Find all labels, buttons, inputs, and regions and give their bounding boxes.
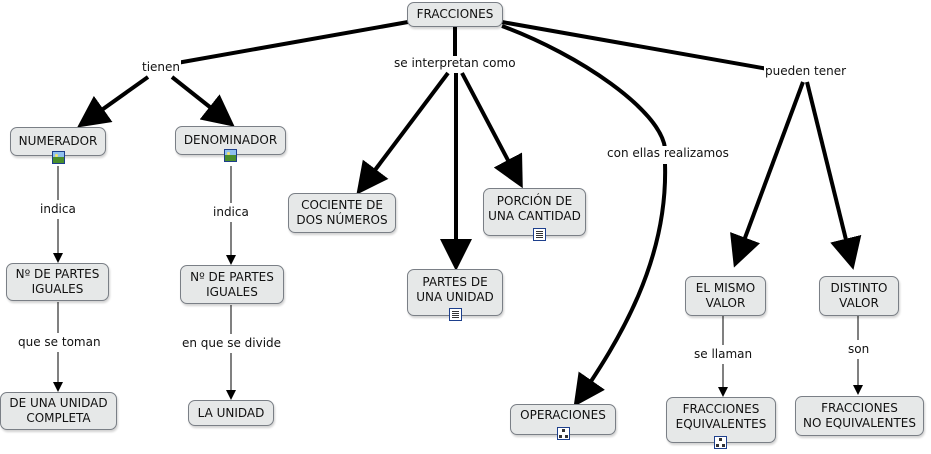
concept-label-line: COMPLETA bbox=[26, 411, 91, 425]
link-label-que-se-toman: que se toman bbox=[17, 335, 102, 350]
image-icon[interactable] bbox=[52, 151, 65, 164]
concept-label-line: FRACCIONES bbox=[682, 402, 760, 416]
concept-label: OPERACIONES bbox=[520, 408, 606, 422]
concept-label-line: EL MISMO bbox=[695, 281, 756, 295]
concept-fracciones[interactable]: FRACCIONES bbox=[407, 2, 503, 27]
link-line bbox=[501, 20, 769, 71]
link-label-se-llaman: se llaman bbox=[693, 347, 754, 362]
concept-label-line: IGUALES bbox=[31, 282, 84, 296]
concept-map-icon[interactable] bbox=[557, 427, 570, 440]
concept-label: DENOMINADOR bbox=[183, 133, 278, 147]
link-line bbox=[356, 71, 450, 195]
concept-label: LA UNIDAD bbox=[197, 405, 265, 420]
link-line bbox=[805, 81, 862, 270]
link-label-tienen: tienen bbox=[141, 60, 182, 75]
concept-label-line: VALOR bbox=[839, 296, 879, 310]
concept-denominador[interactable]: DENOMINADOR bbox=[175, 126, 286, 155]
link-line bbox=[501, 24, 667, 149]
concept-label-line: VALOR bbox=[705, 296, 746, 310]
concept-la-unidad[interactable]: LA UNIDAD bbox=[188, 400, 274, 426]
concept-label-line: Nº DE PARTES bbox=[15, 267, 100, 281]
link-label-indica: indica bbox=[39, 202, 77, 217]
concept-numerador[interactable]: NUMERADOR bbox=[10, 127, 106, 156]
document-icon[interactable] bbox=[533, 228, 546, 241]
concept-label-line: DE UNA UNIDAD bbox=[9, 396, 108, 410]
concept-label: NUMERADOR bbox=[18, 134, 98, 148]
concept-label-line: PORCIÓN DE bbox=[496, 194, 573, 208]
link-label-en-que-se-divide: en que se divide bbox=[181, 336, 283, 351]
concept-label-line: DISTINTO bbox=[830, 281, 888, 295]
concept-map-icon[interactable] bbox=[714, 436, 727, 449]
concept-label-line: NO EQUIVALENTES bbox=[802, 416, 916, 430]
image-icon[interactable] bbox=[224, 149, 237, 162]
concept-label-line: UNA UNIDAD bbox=[416, 289, 494, 304]
concept-label-line: FRACCIONES bbox=[821, 401, 898, 415]
concept-label-line: Nº DE PARTES bbox=[190, 269, 274, 284]
link-label-son: son bbox=[847, 342, 871, 357]
concept-label-line: UNA CANTIDAD bbox=[488, 209, 581, 223]
link-label-se-interpretan-como: se interpretan como bbox=[393, 56, 517, 71]
link-line bbox=[573, 163, 668, 407]
link-line bbox=[730, 81, 805, 268]
concept-label-line: EQUIVALENTES bbox=[675, 417, 767, 431]
link-line bbox=[460, 72, 523, 189]
concept-label-line: COCIENTE DE bbox=[301, 198, 383, 212]
link-line bbox=[170, 75, 235, 127]
link-line bbox=[77, 75, 150, 128]
link-label-pueden-tener: pueden tener bbox=[764, 64, 848, 79]
concept-operaciones[interactable]: OPERACIONES bbox=[510, 404, 616, 435]
concept-label: FRACCIONES bbox=[416, 7, 494, 21]
concept-label-line: DOS NÚMEROS bbox=[296, 213, 388, 227]
document-icon[interactable] bbox=[449, 308, 462, 321]
link-label-indica: indica bbox=[212, 205, 250, 220]
concept-label-line: IGUALES bbox=[206, 284, 258, 299]
link-label-con-ellas-realizamos: con ellas realizamos bbox=[606, 146, 730, 161]
link-line bbox=[159, 20, 409, 68]
concept-label-line: PARTES DE bbox=[422, 274, 488, 289]
